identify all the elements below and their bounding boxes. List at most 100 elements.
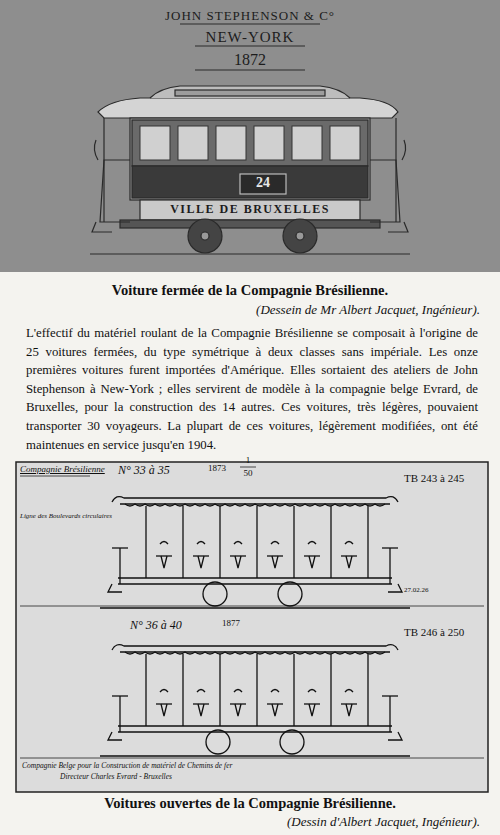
car-stroke	[341, 703, 357, 704]
car-stroke	[161, 556, 167, 568]
car-stroke	[382, 695, 398, 696]
car-stroke	[160, 542, 168, 545]
wheel	[206, 730, 230, 754]
car-stroke	[235, 556, 241, 568]
wheel	[280, 730, 304, 754]
car-stroke	[100, 607, 410, 608]
car-stroke	[230, 555, 246, 556]
drawing-label: TB 243 à 245	[404, 472, 484, 485]
drawing-label: 24	[240, 175, 286, 192]
car-stroke	[125, 504, 385, 506]
car-stroke	[367, 506, 368, 578]
car-stroke	[161, 704, 167, 716]
car-stroke	[197, 542, 205, 545]
car-stroke	[235, 704, 241, 716]
car-stroke	[346, 556, 352, 568]
window	[178, 126, 208, 160]
car-stroke	[118, 577, 392, 578]
car-stroke	[234, 542, 242, 545]
drawing-label: VILLE DE BRUXELLES	[140, 202, 360, 216]
car-stroke	[304, 555, 320, 556]
car-stroke	[118, 583, 392, 584]
car-stroke	[304, 703, 320, 704]
drawing-label: (Dessin d'Albert Jacquet, Ingénieur).	[180, 814, 480, 830]
car-stroke	[330, 506, 331, 578]
car-stroke	[219, 654, 220, 726]
drawing-label: 50	[238, 468, 258, 479]
wheel	[278, 582, 302, 606]
car-stroke	[382, 547, 398, 548]
car-stroke	[119, 548, 120, 584]
car-stroke	[388, 732, 402, 740]
car-stroke	[197, 690, 205, 693]
car-stroke	[234, 690, 242, 693]
drawing-label: (Dessein de Mr Albert Jacquet, Ingénieur…	[180, 302, 480, 318]
drawing-label: Directeur Charles Evrard - Bruxelles	[60, 772, 360, 781]
car-stroke	[267, 555, 283, 556]
car-stroke	[345, 690, 353, 693]
window	[140, 126, 170, 160]
car-stroke	[345, 542, 353, 545]
car-stroke	[309, 556, 315, 568]
car-stroke	[367, 654, 368, 726]
car-stroke	[156, 555, 172, 556]
car-stroke	[389, 548, 390, 584]
car-stroke	[271, 542, 279, 545]
drawing-label: 1873	[208, 463, 238, 474]
car-stroke	[219, 506, 220, 578]
figure-caption: Voiture fermée de la Compagnie Brésilien…	[10, 282, 490, 299]
car-stroke	[100, 755, 410, 756]
car-stroke	[108, 732, 122, 740]
window	[330, 126, 360, 160]
window	[254, 126, 284, 160]
car-stroke	[293, 506, 294, 578]
car-stroke	[308, 690, 316, 693]
drawing-label: JOHN STEPHENSON & C°	[100, 8, 400, 24]
car-stroke	[271, 690, 279, 693]
car-stroke	[330, 654, 331, 726]
car-stroke	[272, 556, 278, 568]
drawing-label: TB 246 à 250	[404, 626, 484, 639]
drawing-label: 27.02.26	[404, 586, 464, 594]
drawing-label: Compagnie Belge pour la Construction de …	[22, 761, 462, 770]
car-stroke	[108, 584, 122, 592]
car-stroke	[193, 555, 209, 556]
car-stroke	[112, 645, 398, 650]
drawing-label: N° 33 à 35	[118, 463, 208, 477]
car-stroke	[160, 690, 168, 693]
car-stroke	[145, 506, 146, 578]
drawing-label: 1	[238, 455, 258, 466]
drawing-label: NEW-YORK	[150, 28, 350, 46]
car-stroke	[118, 725, 392, 726]
car-stroke	[125, 652, 385, 654]
car-stroke	[256, 654, 257, 726]
car-stroke	[182, 506, 183, 578]
drawing-label: 1872	[200, 50, 300, 69]
car-stroke	[272, 704, 278, 716]
car-stroke	[389, 696, 390, 732]
car-stroke	[267, 703, 283, 704]
car-stroke	[112, 497, 398, 502]
car-stroke	[198, 556, 204, 568]
drawing-label: 1877	[222, 618, 262, 629]
drawing-label: Ligne des Boulevards circulaires	[20, 512, 180, 520]
car-stroke	[118, 731, 392, 732]
car-stroke	[309, 704, 315, 716]
car-stroke	[198, 704, 204, 716]
car-stroke	[256, 506, 257, 578]
car-stroke	[119, 696, 120, 732]
car-stroke	[388, 584, 402, 592]
car-stroke	[230, 703, 246, 704]
car-stroke	[156, 703, 172, 704]
window	[292, 126, 322, 160]
window	[216, 126, 246, 160]
drawing-label: Compagnie Brésilienne	[20, 464, 120, 475]
car-stroke	[112, 547, 128, 548]
car-stroke	[145, 654, 146, 726]
car-stroke	[341, 555, 357, 556]
car-stroke	[182, 654, 183, 726]
car-stroke	[346, 704, 352, 716]
figure-caption: Voitures ouvertes de la Compagnie Brésil…	[10, 795, 490, 812]
car-stroke	[112, 695, 128, 696]
